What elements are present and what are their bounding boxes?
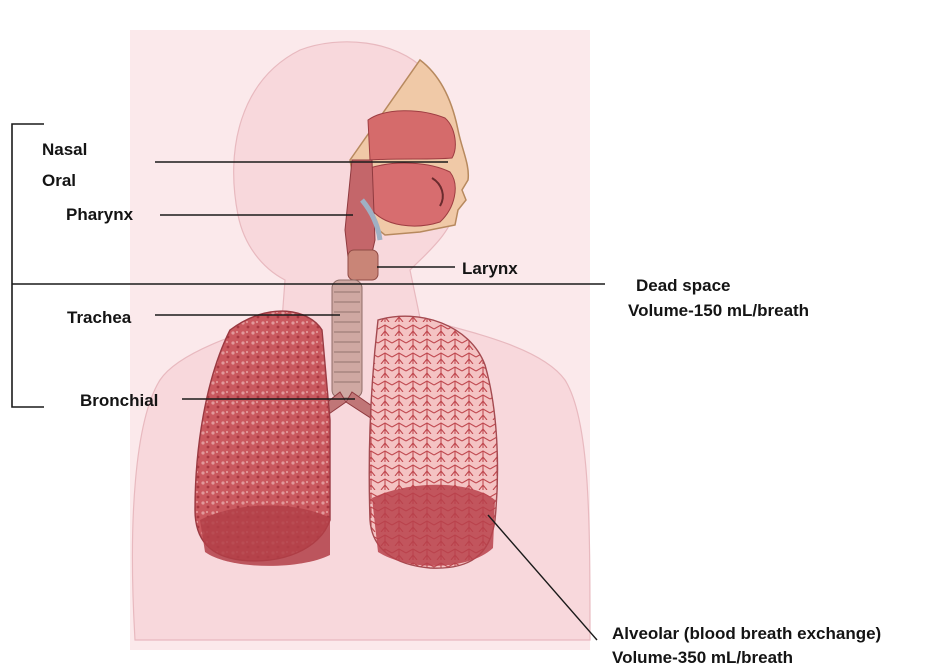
oral-label: Oral [42,171,76,191]
nasal-label: Nasal [42,140,87,160]
trachea [332,280,362,398]
alveolar-title-label: Alveolar (blood breath exchange) [612,624,881,644]
pharynx-label: Pharynx [66,205,133,225]
larynx [348,250,378,280]
nasal-cavity [368,111,455,160]
dead-space-title-label: Dead space [636,276,731,296]
dead-space-bracket [12,124,44,407]
bronchial-label: Bronchial [80,391,158,411]
dead-space-volume-label: Volume-150 mL/breath [628,301,809,321]
trachea-label: Trachea [67,308,131,328]
right-side-lung [369,316,497,568]
alveolar-volume-label: Volume-350 mL/breath [612,648,793,668]
larynx-label: Larynx [462,259,518,279]
